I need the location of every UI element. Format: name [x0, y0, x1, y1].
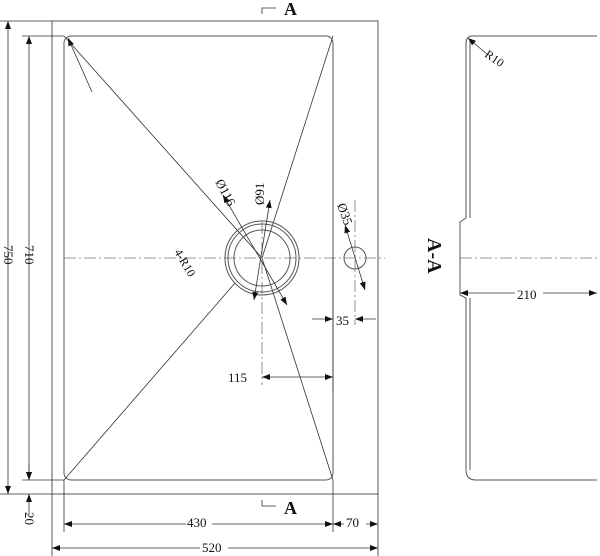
- section-radius-label: R10: [482, 47, 506, 70]
- section-title: A-A: [423, 238, 445, 274]
- tap-hole-label: Ø35: [334, 201, 356, 227]
- vertical-dimensions: 750 710 20: [0, 20, 64, 525]
- bottom-margin-label: 20: [22, 512, 37, 525]
- overall-width-label: 520: [202, 540, 222, 555]
- section-marker-bottom: A: [284, 498, 297, 518]
- drain-outer-label: Ø116: [212, 176, 239, 209]
- drain-inner-label: Ø91: [252, 183, 267, 205]
- tap-offset-label: 35: [336, 313, 349, 328]
- overall-height-label: 750: [1, 245, 16, 265]
- plan-view: 4-R10 Ø116 Ø91 Ø35 35 115 A A: [51, 0, 385, 518]
- corner-radius-label: 4-R10: [171, 246, 198, 279]
- section-marker-top: A: [284, 0, 297, 19]
- section-view: R10 210 A-A: [423, 35, 597, 481]
- side-margin-label: 70: [346, 515, 359, 530]
- outer-outline: [51, 20, 379, 495]
- bowl-height-label: 710: [22, 245, 37, 265]
- bowl-width-label: 430: [187, 515, 207, 530]
- drain-offset-label: 115: [228, 370, 247, 385]
- horizontal-dimensions: 430 70 520: [51, 480, 379, 556]
- section-depth-label: 210: [517, 287, 537, 302]
